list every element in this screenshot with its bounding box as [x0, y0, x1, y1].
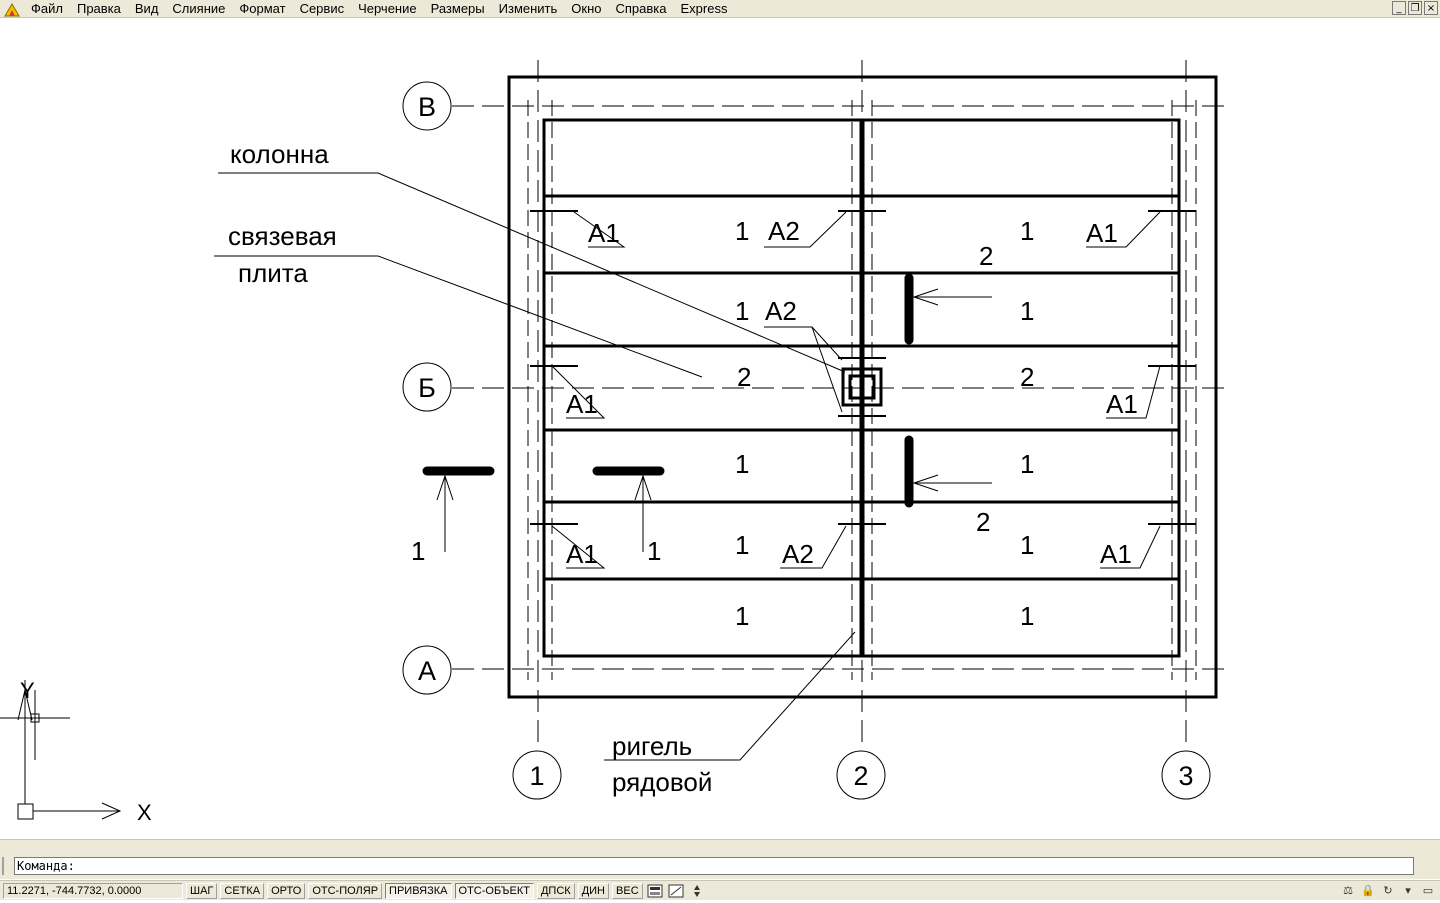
menu-edit[interactable]: Правка — [76, 0, 121, 16]
mark-a2: А2 — [765, 296, 797, 326]
grid-row-label-a: А — [418, 656, 436, 686]
window-controls: _ ❐ × — [1392, 1, 1438, 15]
menu-bar: Файл Правка Вид Слияние Формат Сервис Че… — [0, 0, 1440, 18]
grid-row-label-b: Б — [418, 373, 436, 403]
menu-draw[interactable]: Черчение — [358, 0, 417, 16]
label-rigel: ригель — [612, 731, 692, 761]
polar-tracking-toggle[interactable]: ОТС-ПОЛЯР — [308, 882, 383, 899]
layout-icon[interactable] — [667, 883, 685, 899]
grid-row-label-v: В — [418, 92, 436, 122]
clean-screen-icon[interactable]: ▭ — [1422, 884, 1434, 897]
sync-icon[interactable]: ↻ — [1383, 884, 1393, 897]
slab-mark-1: 1 — [1020, 449, 1034, 479]
grid-col-label-2: 2 — [853, 761, 868, 791]
slab-mark-1: 1 — [1020, 216, 1034, 246]
menu-file[interactable]: Файл — [31, 0, 63, 16]
object-snap-toggle[interactable]: ПРИВЯЗКА — [385, 882, 452, 899]
scroll-icon[interactable] — [688, 883, 706, 899]
status-bar: 11.2271, -744.7732, 0.0000 ШАГ СЕТКА ОРТ… — [0, 880, 1440, 900]
slab-mark-1: 1 — [735, 296, 749, 326]
command-line-panel: Команда: — [0, 853, 1440, 879]
menu-express[interactable]: Express — [680, 0, 728, 16]
slab-mark-2: 2 — [737, 362, 751, 392]
ucs-icon — [0, 680, 122, 820]
mark-a1: А1 — [566, 389, 598, 419]
snap-toggle[interactable]: ШАГ — [186, 882, 218, 899]
command-prompt: Команда: — [17, 859, 75, 873]
grid-bubbles — [402, 81, 1211, 800]
label-svyazevaya: связевая — [228, 221, 337, 251]
command-input[interactable]: Команда: — [14, 857, 1414, 875]
coordinate-readout[interactable]: 11.2271, -744.7732, 0.0000 — [3, 882, 183, 899]
autocad-icon[interactable] — [4, 2, 20, 16]
restore-icon[interactable]: ❐ — [1408, 1, 1422, 15]
slab-mark-1: 1 — [1020, 601, 1034, 631]
ucs-x-label: X — [137, 800, 152, 825]
grid-col-label-3: 3 — [1178, 761, 1193, 791]
slab-mark-1: 1 — [735, 216, 749, 246]
lineweight-toggle[interactable]: ВЕС — [612, 882, 643, 899]
mark-a1: А1 — [1086, 218, 1118, 248]
mark-a1: А1 — [1106, 389, 1138, 419]
mark-a2: А2 — [768, 216, 800, 246]
menu-format[interactable]: Формат — [239, 0, 286, 16]
ortho-toggle[interactable]: ОРТО — [267, 882, 306, 899]
slab-mark-1: 1 — [1020, 296, 1034, 326]
mark-a1: А1 — [588, 218, 620, 248]
menu-tools[interactable]: Сервис — [299, 0, 345, 16]
menu-dimension[interactable]: Размеры — [430, 0, 485, 16]
slab-mark-2: 2 — [979, 241, 993, 271]
slab-mark-2: 2 — [976, 507, 990, 537]
dynamic-ucs-toggle[interactable]: ДПСК — [536, 882, 575, 899]
mark-a1: А1 — [1100, 539, 1132, 569]
menu-modify[interactable]: Изменить — [498, 0, 558, 16]
leader-lines — [214, 172, 1161, 761]
slab-mark-1: 1 — [735, 449, 749, 479]
annotation-scale-icon[interactable]: ⚖ — [1343, 884, 1353, 897]
minimize-icon[interactable]: _ — [1392, 1, 1406, 15]
dynamic-input-toggle[interactable]: ДИН — [577, 882, 610, 899]
grid-col-label-1: 1 — [529, 761, 544, 791]
arrow-down-icon[interactable]: ▾ — [1405, 884, 1411, 897]
slab-mark-2: 2 — [1020, 362, 1034, 392]
lock-icon[interactable]: 🔒 — [1361, 884, 1375, 897]
close-icon[interactable]: × — [1424, 1, 1438, 15]
slab-mark-1: 1 — [735, 601, 749, 631]
section-mark-1: 1 — [411, 536, 425, 566]
anchor-ticks — [530, 210, 1196, 525]
label-kolonna: колонна — [230, 139, 329, 169]
object-tracking-toggle[interactable]: ОТС-ОБЪЕКТ — [454, 882, 534, 899]
status-tray: ⚖ 🔒 ↻ ▾ ▭ — [1340, 883, 1436, 899]
section-cut-bars — [422, 273, 914, 508]
menu-help[interactable]: Справка — [615, 0, 667, 16]
column-symbol — [841, 367, 883, 407]
menu-merge[interactable]: Слияние — [172, 0, 226, 16]
mark-a1: А1 — [566, 539, 598, 569]
label-ryadovoy: рядовой — [612, 767, 712, 797]
label-plita: плита — [238, 258, 308, 288]
menu-view[interactable]: Вид — [134, 0, 159, 16]
model-icon[interactable] — [646, 883, 664, 899]
mark-a2: А2 — [782, 539, 814, 569]
grid-toggle[interactable]: СЕТКА — [220, 882, 265, 899]
drawing-scrollbar[interactable] — [0, 839, 1440, 853]
slab-mark-1: 1 — [735, 530, 749, 560]
menu-window[interactable]: Окно — [571, 0, 602, 16]
section-arrows — [436, 288, 992, 552]
ucs-y-label: Y — [20, 678, 35, 703]
section-mark-1: 1 — [647, 536, 661, 566]
command-line-grip[interactable] — [2, 857, 10, 875]
slab-mark-1: 1 — [1020, 530, 1034, 560]
drawing-canvas[interactable]: В Б А 1 2 3 колонна связевая плита ригел… — [0, 19, 1440, 839]
